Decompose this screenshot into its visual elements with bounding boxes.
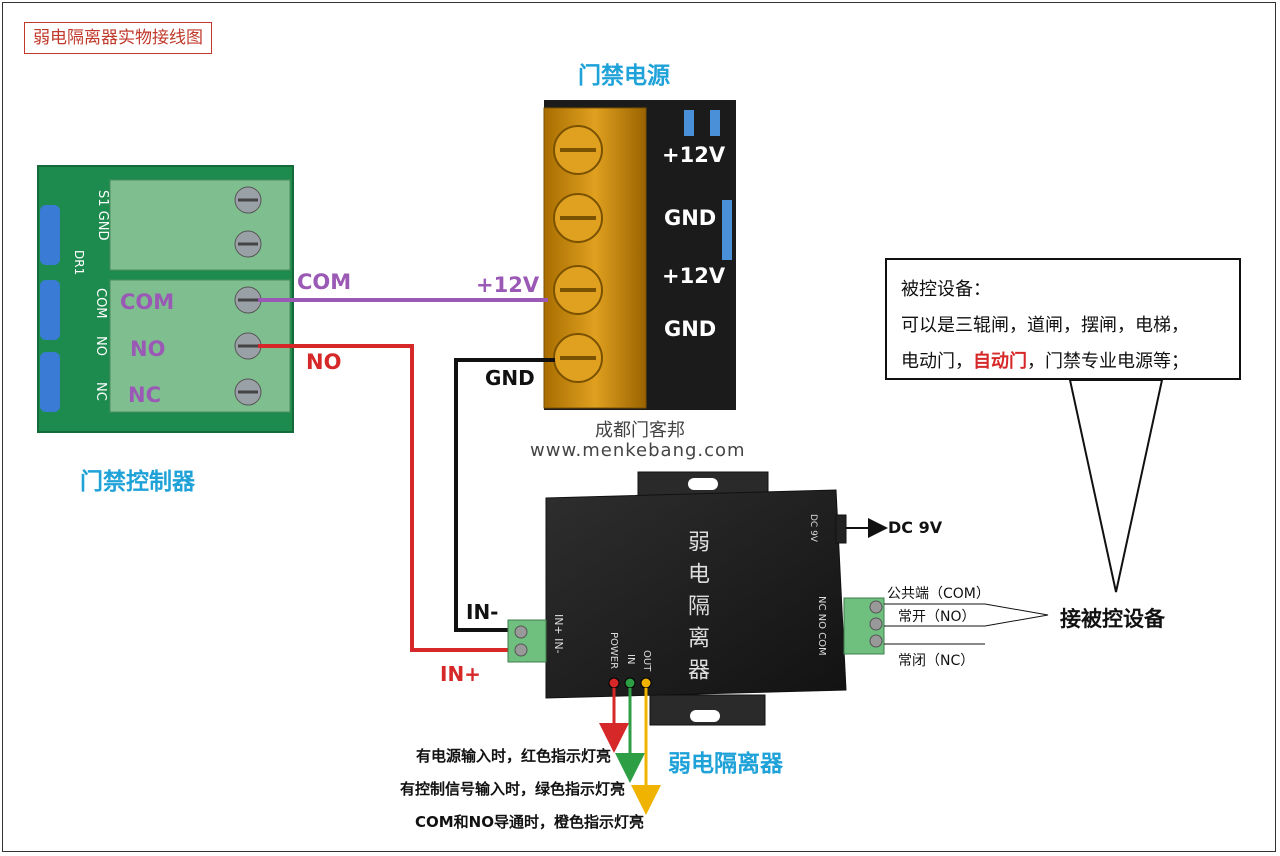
power-supply-board (543, 100, 736, 410)
note-line-2: 可以是三辊闸，道闸，摆闸，电梯， (901, 315, 1189, 336)
note-highlight: 自动门 (973, 351, 1027, 372)
output-nc-label: 常闭（NC） (898, 653, 975, 669)
output-target-label: 接被控设备 (1060, 607, 1165, 631)
wire-12v-label: +12V (476, 273, 540, 297)
legend-red: 有电源输入时，红色指示灯亮 (416, 747, 612, 765)
isolator-caption: 弱电隔离器 (668, 751, 783, 777)
controller-board (37, 165, 294, 433)
out-led-icon (640, 677, 652, 689)
wire-in-plus-label: IN+ (440, 662, 481, 686)
controlled-device-note: 被控设备： 可以是三辊闸，道闸，摆闸，电梯， 电动门，自动门，门禁专业电源等； (885, 258, 1241, 380)
isolator-input-label: IN+ IN- (552, 614, 565, 654)
dc-input-label: DC 9V (888, 518, 943, 537)
wire-no-label: NO (306, 350, 342, 374)
led-label-power: POWER (608, 632, 619, 670)
no-wire (258, 344, 520, 652)
watermark-url: www.menkebang.com (530, 440, 746, 461)
watermark-name: 成都门客邦 (595, 420, 685, 441)
note-line-3: 电动门，自动门，门禁专业电源等； (901, 344, 1225, 380)
power-terminal-gnd-1: GND (664, 206, 717, 230)
pcb-label-nc: NC (93, 382, 108, 401)
in-led-icon (624, 677, 636, 689)
power-terminal-12v-1: +12V (662, 143, 726, 167)
blue-component-icon (40, 205, 60, 265)
isolator-device (507, 471, 885, 726)
callout-pointer (1068, 379, 1164, 593)
wire-com-label: COM (297, 270, 352, 294)
pcb-label-s1gnd: S1 GND (95, 190, 110, 241)
led-label-in: IN (625, 654, 636, 665)
wire-gnd-label: GND (485, 366, 535, 390)
note-line-1: 被控设备： (901, 279, 991, 300)
controller-no-label: NO (130, 337, 166, 361)
controller-nc-label: NC (128, 383, 161, 407)
isolator-dc-port-label: DC 9V (808, 514, 818, 542)
legend-green: 有控制信号输入时，绿色指示灯亮 (400, 780, 626, 798)
blue-component-icon (40, 280, 60, 340)
output-bracket (984, 603, 1049, 627)
power-terminal-gnd-2: GND (664, 317, 717, 341)
note-line-3a: 电动门， (901, 351, 973, 372)
controller-com-label: COM (120, 290, 175, 314)
isolator-body-text: 弱电隔离器 (684, 530, 709, 690)
pcb-label-com: COM (93, 288, 108, 319)
led-label-out: OUT (641, 650, 652, 672)
diagram-title: 弱电隔离器实物接线图 (24, 22, 212, 54)
wire-in-minus-label: IN- (466, 600, 499, 624)
gnd-wire (454, 358, 555, 632)
pcb-label-dr1: DR1 (72, 250, 86, 276)
output-no-label: 常开（NO） (898, 609, 976, 625)
power-caption: 门禁电源 (578, 63, 670, 89)
blue-component-icon (40, 352, 60, 412)
legend-orange: COM和NO导通时，橙色指示灯亮 (415, 813, 644, 831)
note-line-3b: ，门禁专业电源等； (1027, 351, 1189, 372)
output-com-label: 公共端（COM） (887, 586, 990, 602)
isolator-output-label: NC NO COM (816, 596, 827, 656)
controller-caption: 门禁控制器 (80, 469, 195, 495)
power-terminal-12v-2: +12V (662, 264, 726, 288)
pcb-label-no: NO (93, 336, 108, 356)
power-led-icon (608, 677, 620, 689)
